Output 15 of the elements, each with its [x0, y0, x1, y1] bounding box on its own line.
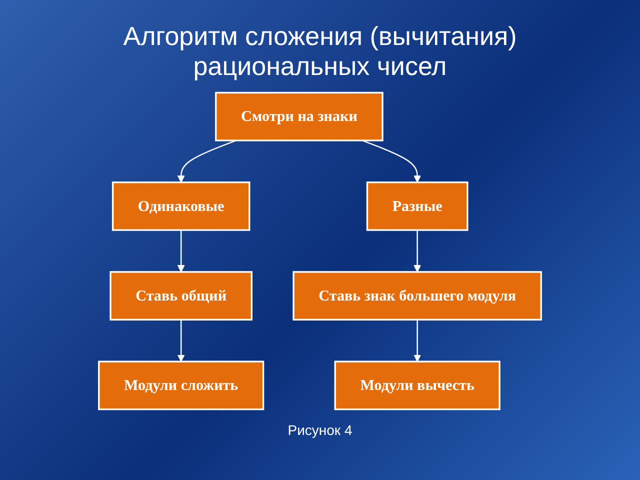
arrow	[362, 140, 422, 182]
arrow	[177, 140, 236, 182]
figure-caption: Рисунок 4	[286, 422, 354, 438]
arrow	[177, 230, 185, 272]
node-box: Модули сложить	[98, 360, 264, 410]
arrow	[177, 319, 185, 362]
node-box: Смотри на знаки	[215, 92, 384, 142]
arrow	[414, 230, 422, 272]
node-box: Одинаковые	[112, 181, 250, 231]
node-box: Модули вычесть	[334, 360, 500, 410]
arrow	[414, 319, 422, 362]
node-box: Ставь общий	[110, 270, 252, 320]
node-box: Ставь знак большего модуля	[292, 270, 542, 320]
node-box: Разные	[366, 181, 468, 231]
diagram-title: Алгоритм сложения (вычитания) рациональных чисел	[122, 22, 518, 82]
